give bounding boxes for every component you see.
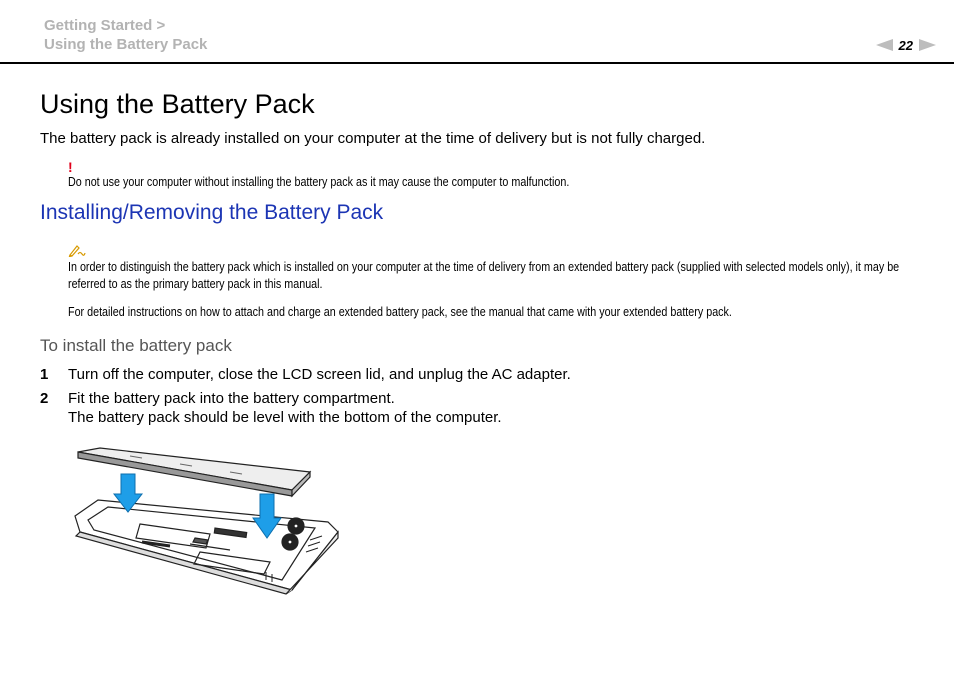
breadcrumb-current[interactable]: Using the Battery Pack bbox=[44, 36, 208, 53]
battery-pack-illustration bbox=[77, 447, 312, 498]
next-page-arrow-icon[interactable] bbox=[919, 39, 936, 51]
step-number: 1 bbox=[40, 366, 49, 383]
step-text: Fit the battery pack into the battery co… bbox=[68, 390, 395, 407]
step-2: 2 Fit the battery pack into the battery … bbox=[40, 389, 502, 427]
page-number: 22 bbox=[898, 37, 913, 53]
intro-paragraph: The battery pack is already installed on… bbox=[40, 130, 706, 147]
down-arrow-icon bbox=[252, 493, 282, 539]
warning-icon: ! bbox=[68, 159, 73, 175]
warning-text: Do not use your computer without install… bbox=[68, 175, 570, 189]
note-primary-battery: In order to distinguish the battery pack… bbox=[68, 260, 900, 291]
battery-install-illustration bbox=[74, 447, 339, 595]
step-number: 2 bbox=[40, 390, 49, 407]
down-arrow-icon bbox=[112, 473, 144, 513]
laptop-bottom-illustration bbox=[74, 499, 339, 595]
page-navigation: 22 bbox=[875, 37, 936, 53]
previous-page-arrow-icon[interactable] bbox=[875, 39, 893, 51]
step-detail: The battery pack should be level with th… bbox=[68, 409, 502, 426]
header-divider bbox=[0, 62, 954, 64]
note-extended-battery: For detailed instructions on how to atta… bbox=[68, 305, 732, 319]
breadcrumb: Getting Started > Using the Battery Pack bbox=[44, 16, 207, 54]
insert-arrows bbox=[112, 473, 282, 539]
step-text: Turn off the computer, close the LCD scr… bbox=[68, 366, 571, 383]
page-title: Using the Battery Pack bbox=[40, 89, 315, 119]
pencil-note-icon bbox=[68, 245, 86, 257]
section-title: Installing/Removing the Battery Pack bbox=[40, 201, 384, 224]
subsection-title: To install the battery pack bbox=[40, 336, 232, 355]
breadcrumb-parent[interactable]: Getting Started > bbox=[44, 17, 166, 34]
step-1: 1 Turn off the computer, close the LCD s… bbox=[40, 365, 571, 384]
